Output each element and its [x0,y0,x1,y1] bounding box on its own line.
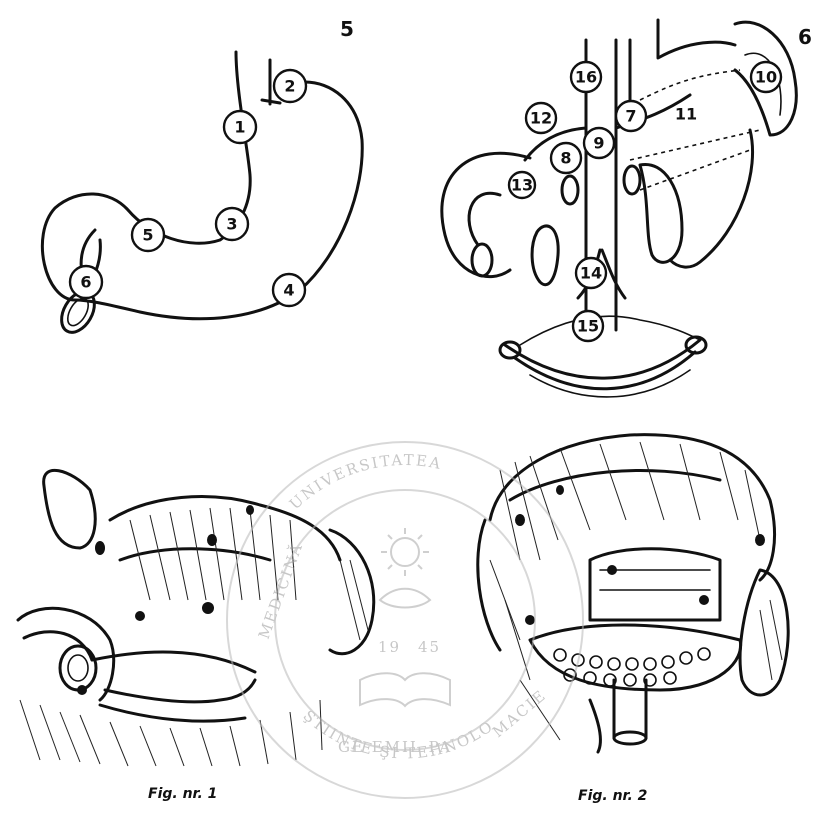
watermark-year-right: 45 [418,638,441,656]
watermark-top-text: UNIVERSITATEA [286,451,444,513]
watermark-right-text: MACIE [489,686,550,741]
watermark-middle-text: GE EMIL PA [338,738,452,756]
watermark-year-left: 19 [378,638,401,656]
watermark-left-text: MEDICINĂ [255,540,307,642]
